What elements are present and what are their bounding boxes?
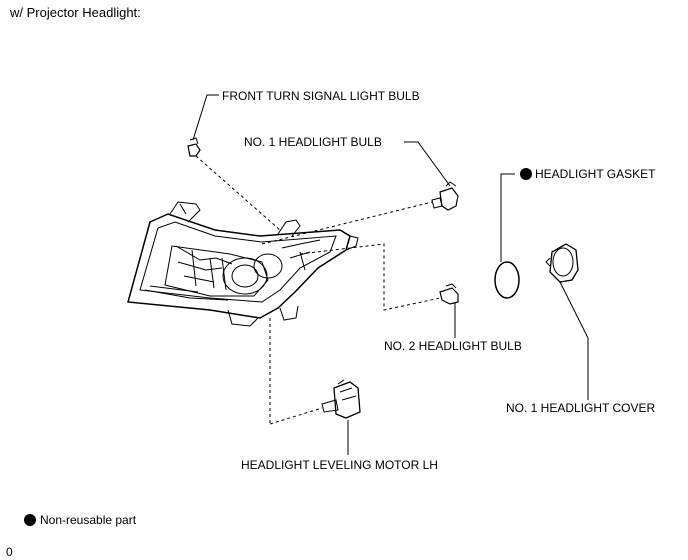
label-no2-headlight-bulb: NO. 2 HEADLIGHT BULB [384, 339, 522, 353]
legend-label: Non-reusable part [40, 513, 137, 527]
label-no1-headlight-cover: NO. 1 HEADLIGHT COVER [506, 401, 656, 415]
headlight-leveling-motor-part [321, 379, 361, 419]
diagram-title: w/ Projector Headlight: [10, 5, 141, 20]
front-turn-signal-bulb-part [187, 137, 201, 157]
label-headlight-leveling-motor-lh: HEADLIGHT LEVELING MOTOR LH [241, 458, 438, 472]
headlight-assembly [127, 201, 359, 327]
no2-headlight-bulb-part [439, 283, 459, 305]
headlight-gasket-ring [494, 261, 520, 299]
no1-headlight-cover-part [545, 243, 579, 283]
assembly-guide-lines [195, 155, 441, 425]
label-no1-headlight-bulb: NO. 1 HEADLIGHT BULB [244, 135, 382, 149]
leader-lines [192, 94, 589, 455]
non-reusable-marker-icon [520, 168, 532, 180]
page-number: 0 [6, 545, 13, 559]
legend-non-reusable-icon [24, 514, 36, 526]
label-headlight-gasket: HEADLIGHT GASKET [535, 167, 656, 181]
label-front-turn-signal-light-bulb: FRONT TURN SIGNAL LIGHT BULB [222, 89, 420, 103]
no1-headlight-bulb-part [431, 181, 459, 211]
